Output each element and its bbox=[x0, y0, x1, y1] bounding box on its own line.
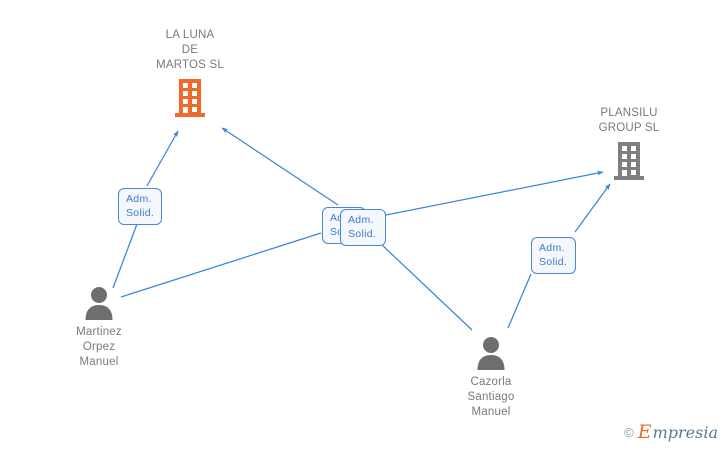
company-node-plansilu[interactable]: PLANSILU GROUP SL bbox=[559, 106, 699, 182]
edge-martinez-laluna bbox=[112, 130, 179, 289]
building-icon bbox=[559, 140, 699, 182]
empresia-watermark: © E mpresia bbox=[624, 423, 718, 442]
building-icon bbox=[120, 77, 260, 119]
edge-cazorla-plansilu bbox=[507, 183, 611, 329]
edge-cazorla-laluna bbox=[221, 127, 473, 331]
company-node-la-luna[interactable]: LA LUNA DE MARTOS SL bbox=[120, 28, 260, 119]
relation-label-martinez-la-luna[interactable]: Adm. Solid. bbox=[118, 188, 162, 225]
brand-name: mpresia bbox=[652, 422, 718, 442]
person-icon bbox=[421, 336, 561, 370]
company-title-la-luna: LA LUNA DE MARTOS SL bbox=[156, 29, 224, 71]
person-node-martinez[interactable]: Martinez Orpez Manuel bbox=[29, 286, 169, 370]
edge-martinez-plansilu bbox=[120, 170, 604, 298]
person-node-cazorla[interactable]: Cazorla Santiago Manuel bbox=[421, 336, 561, 420]
person-name-martinez: Martinez Orpez Manuel bbox=[76, 326, 122, 368]
person-icon bbox=[29, 286, 169, 320]
person-name-cazorla: Cazorla Santiago Manuel bbox=[467, 376, 515, 418]
brand-initial: E bbox=[637, 421, 652, 443]
copyright-icon: © bbox=[624, 425, 634, 440]
relation-label-cazorla-la-luna[interactable]: Adm. Solid. bbox=[340, 209, 386, 246]
company-title-plansilu: PLANSILU GROUP SL bbox=[598, 107, 660, 134]
relation-label-cazorla-plansilu[interactable]: Adm. Solid. bbox=[531, 237, 576, 274]
